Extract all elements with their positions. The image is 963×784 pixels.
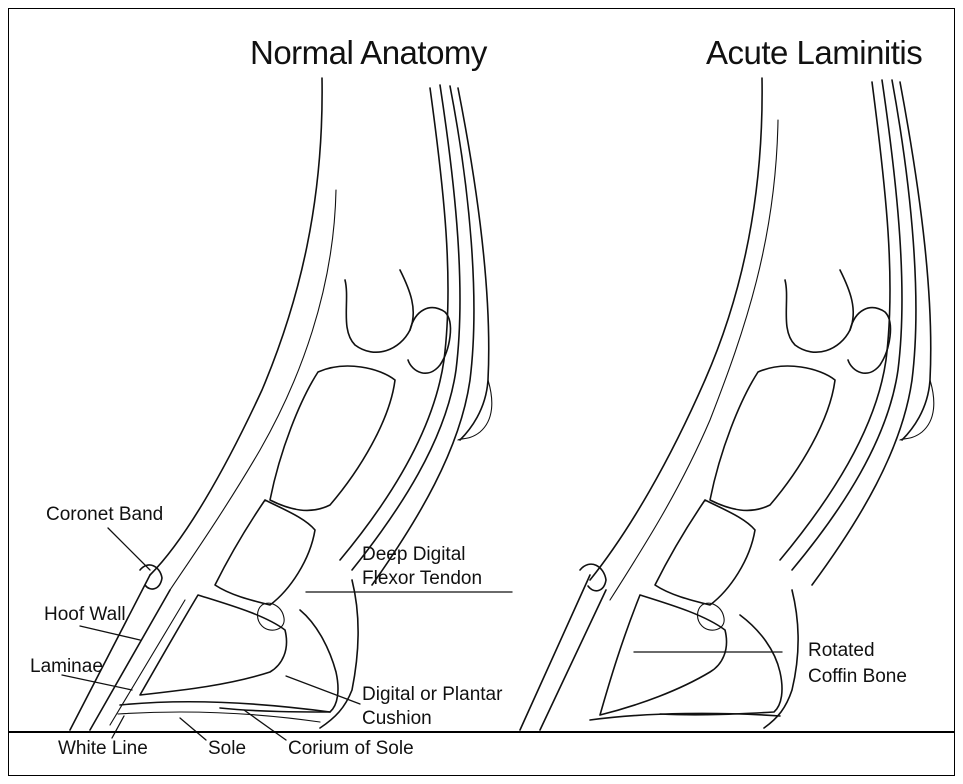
label-coronet-band: Coronet Band bbox=[46, 504, 163, 526]
laminitis-p2 bbox=[655, 500, 755, 605]
normal-heel-bulb bbox=[320, 580, 358, 728]
laminitis-rotated-coffin-bone bbox=[600, 595, 727, 715]
laminitis-heel-bulb bbox=[764, 590, 798, 728]
label-hoof-wall: Hoof Wall bbox=[44, 604, 126, 626]
laminitis-hoof-drawing bbox=[520, 78, 934, 730]
label-ddft-line2: Flexor Tendon bbox=[362, 568, 482, 590]
ground-line bbox=[8, 731, 955, 733]
label-rotated-line2: Coffin Bone bbox=[808, 666, 907, 688]
label-ddft-line1: Deep Digital bbox=[362, 544, 466, 566]
laminitis-sesamoid bbox=[848, 308, 890, 373]
laminitis-front-outline bbox=[590, 78, 762, 580]
title-normal-anatomy: Normal Anatomy bbox=[250, 34, 487, 72]
normal-coronet-bulge bbox=[140, 565, 162, 589]
normal-p2 bbox=[215, 500, 315, 605]
normal-hoof-drawing bbox=[70, 78, 492, 730]
label-sole: Sole bbox=[208, 738, 246, 760]
pointer-sole bbox=[180, 718, 206, 740]
label-rotated-line1: Rotated bbox=[808, 640, 875, 662]
normal-cannon-bone bbox=[345, 270, 413, 352]
normal-sole-lower bbox=[118, 712, 320, 722]
normal-front-inner bbox=[170, 190, 336, 590]
label-laminae: Laminae bbox=[30, 656, 103, 678]
normal-coffin-bone bbox=[140, 595, 287, 695]
laminitis-tendon-back bbox=[900, 82, 931, 440]
normal-hoof-wall-outer bbox=[70, 575, 150, 730]
pointer-coronet bbox=[108, 528, 150, 570]
title-acute-laminitis: Acute Laminitis bbox=[706, 34, 922, 72]
laminitis-p1 bbox=[710, 366, 835, 510]
label-white-line: White Line bbox=[58, 738, 148, 760]
pointer-cushion bbox=[286, 676, 360, 704]
label-digital-cushion-line1: Digital or Plantar bbox=[362, 684, 502, 706]
normal-p1 bbox=[270, 366, 395, 510]
label-corium-of-sole: Corium of Sole bbox=[288, 738, 414, 760]
laminitis-hoof-wall-outer bbox=[520, 575, 590, 730]
normal-tendon-2 bbox=[352, 85, 460, 570]
pointer-hoof-wall bbox=[80, 626, 140, 640]
normal-front-outline bbox=[150, 78, 322, 575]
normal-sole bbox=[120, 702, 330, 712]
laminitis-tendon-2 bbox=[792, 80, 902, 570]
laminitis-tendon-3 bbox=[812, 80, 916, 585]
pointer-corium bbox=[244, 710, 286, 740]
laminitis-cannon-bone bbox=[785, 270, 853, 352]
label-digital-cushion-line2: Cushion bbox=[362, 708, 432, 730]
laminitis-digital-cushion bbox=[660, 615, 782, 715]
